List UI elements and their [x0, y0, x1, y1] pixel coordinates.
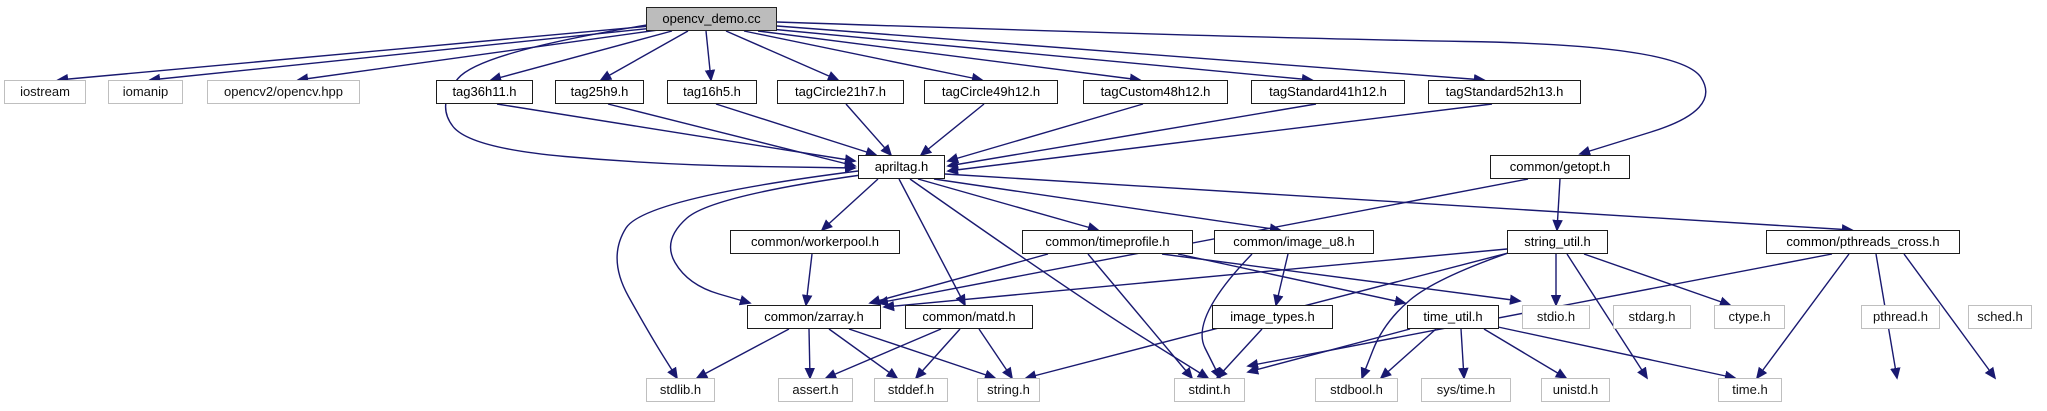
include-edge-getopt-to-string_util	[1552, 178, 1563, 232]
include-edge-image_u8-to-stdint	[1201, 253, 1253, 380]
include-edge-tagStandard52h13-to-apriltag	[946, 103, 1493, 175]
include-edge-timeprofile-to-time_util	[1177, 253, 1407, 306]
graph-node-string_util[interactable]: string_util.h	[1507, 230, 1608, 254]
include-edge-tag25h9-to-apriltag	[607, 103, 857, 169]
include-edge-zarray-to-string	[848, 328, 997, 380]
include-edge-timeprofile-to-stdint	[1087, 253, 1194, 380]
edge-group	[56, 21, 1997, 381]
graph-node-time_util[interactable]: time_util.h	[1407, 305, 1499, 329]
include-edge-apriltag-to-stdint	[909, 178, 1210, 379]
include-edge-opencv_demo-to-tag36h11	[489, 30, 673, 83]
graph-node-stdio: stdio.h	[1522, 305, 1590, 329]
graph-node-apriltag[interactable]: apriltag.h	[858, 155, 945, 179]
graph-node-timeprofile[interactable]: common/timeprofile.h	[1022, 230, 1193, 254]
include-edge-apriltag-to-matd	[898, 178, 966, 307]
include-edge-time_util-to-sys_time	[1458, 328, 1469, 380]
graph-node-iomanip: iomanip	[108, 80, 183, 104]
include-edge-apriltag-to-workerpool	[820, 178, 879, 232]
include-edge-string_util-to-stdbool	[1360, 251, 1512, 380]
graph-node-pthreads_cross[interactable]: common/pthreads_cross.h	[1766, 230, 1960, 254]
graph-node-stdlib: stdlib.h	[646, 378, 715, 402]
include-edge-string_util-to-zarray	[882, 248, 1508, 312]
include-edge-getopt-to-zarray	[876, 178, 1529, 307]
include-edge-opencv_demo-to-tagStandard52h13	[776, 25, 1486, 85]
graph-node-image_types[interactable]: image_types.h	[1212, 305, 1333, 329]
graph-node-assert: assert.h	[778, 378, 853, 402]
include-edge-opencv_demo-to-getopt	[776, 21, 1707, 157]
include-edge-opencv_demo-to-tag25h9	[599, 30, 689, 81]
include-edge-timeprofile-to-stdio	[1161, 253, 1522, 305]
include-edge-workerpool-to-zarray	[801, 253, 813, 307]
include-edge-tagCircle21h7-to-apriltag	[845, 103, 893, 157]
include-edge-time_util-to-stdbool	[1379, 328, 1437, 380]
graph-node-stdarg: stdarg.h	[1613, 305, 1691, 329]
include-edge-string_util-to-ctype	[1583, 253, 1732, 307]
include-edge-matd-to-assert	[824, 328, 942, 379]
include-edge-tagCustom48h12-to-apriltag	[946, 103, 1144, 164]
include-edge-pthreads_cross-to-sched	[1903, 253, 1997, 380]
include-edge-zarray-to-assert	[804, 328, 816, 380]
graph-node-tagCircle21h7[interactable]: tagCircle21h7.h	[777, 80, 904, 104]
graph-node-tag25h9[interactable]: tag25h9.h	[555, 80, 644, 104]
graph-node-stdint: stdint.h	[1174, 378, 1245, 402]
include-edge-pthreads_cross-to-time	[1755, 253, 1850, 380]
include-edge-opencv_demo-to-iomanip	[148, 27, 655, 85]
graph-node-tagCircle49h12[interactable]: tagCircle49h12.h	[924, 80, 1058, 104]
graph-node-tag16h5[interactable]: tag16h5.h	[667, 80, 757, 104]
graph-node-sched: sched.h	[1968, 305, 2032, 329]
include-edge-opencv_demo-to-tag16h5	[704, 30, 716, 82]
graph-node-matd[interactable]: common/matd.h	[905, 305, 1033, 329]
include-edge-tag16h5-to-apriltag	[715, 103, 878, 157]
include-edge-matd-to-stddef	[914, 328, 961, 380]
graph-node-iostream: iostream	[4, 80, 86, 104]
include-edge-apriltag-to-zarray	[669, 174, 862, 306]
graph-node-opencv_hpp: opencv2/opencv.hpp	[207, 80, 360, 104]
include-edge-opencv_demo-to-iostream	[56, 25, 651, 85]
include-edge-tagCircle49h12-to-apriltag	[919, 103, 985, 157]
include-edge-opencv_demo-to-tagCustom48h12	[757, 30, 1142, 84]
graph-node-getopt[interactable]: common/getopt.h	[1490, 155, 1630, 179]
include-edge-apriltag-to-timeprofile	[917, 178, 1100, 233]
include-edge-apriltag-to-stdlib	[616, 170, 859, 380]
graph-node-image_u8[interactable]: common/image_u8.h	[1214, 230, 1374, 254]
include-edge-opencv_demo-to-opencv_hpp	[296, 29, 659, 84]
graph-node-workerpool[interactable]: common/workerpool.h	[730, 230, 900, 254]
include-edge-time_util-to-stdint	[1246, 328, 1411, 375]
include-edge-opencv_demo-to-tagCircle49h12	[743, 30, 984, 84]
graph-node-sys_time: sys/time.h	[1421, 378, 1511, 402]
graph-node-zarray[interactable]: common/zarray.h	[747, 305, 881, 329]
include-edge-zarray-to-stdlib	[695, 328, 790, 379]
graph-node-pthread: pthread.h	[1861, 305, 1940, 329]
graph-node-unistd: unistd.h	[1541, 378, 1610, 402]
graph-node-tagCustom48h12[interactable]: tagCustom48h12.h	[1083, 80, 1228, 104]
graph-node-time: time.h	[1718, 378, 1782, 402]
include-edge-matd-to-string	[978, 328, 1013, 380]
include-edge-zarray-to-stddef	[828, 328, 899, 380]
graph-node-ctype: ctype.h	[1714, 305, 1785, 329]
include-edge-image_types-to-stdint	[1215, 328, 1263, 380]
include-edge-string_util-to-stdarg	[1566, 253, 1648, 380]
graph-node-tagStandard52h13[interactable]: tagStandard52h13.h	[1428, 80, 1581, 104]
include-edge-opencv_demo-to-apriltag	[445, 24, 857, 174]
include-edge-timeprofile-to-zarray	[868, 253, 1049, 306]
graph-node-stddef: stddef.h	[874, 378, 948, 402]
graph-node-tag36h11[interactable]: tag36h11.h	[436, 80, 533, 104]
include-edge-tagStandard41h12-to-apriltag	[946, 103, 1317, 170]
include-edge-image_u8-to-image_types	[1273, 253, 1289, 307]
graph-node-tagStandard41h12[interactable]: tagStandard41h12.h	[1251, 80, 1405, 104]
include-edge-opencv_demo-to-tagStandard41h12	[769, 28, 1314, 85]
include-edge-time_util-to-unistd	[1483, 328, 1568, 379]
include-edge-apriltag-to-image_u8	[933, 178, 1282, 234]
include-edge-opencv_demo-to-tagCircle21h7	[725, 30, 840, 81]
graph-node-stdbool: stdbool.h	[1315, 378, 1398, 402]
graph-node-opencv_demo: opencv_demo.cc	[646, 7, 777, 31]
graph-node-string: string.h	[977, 378, 1040, 402]
include-edge-time_util-to-time	[1497, 326, 1737, 381]
include-edge-apriltag-to-pthreads_cross	[944, 173, 1854, 235]
